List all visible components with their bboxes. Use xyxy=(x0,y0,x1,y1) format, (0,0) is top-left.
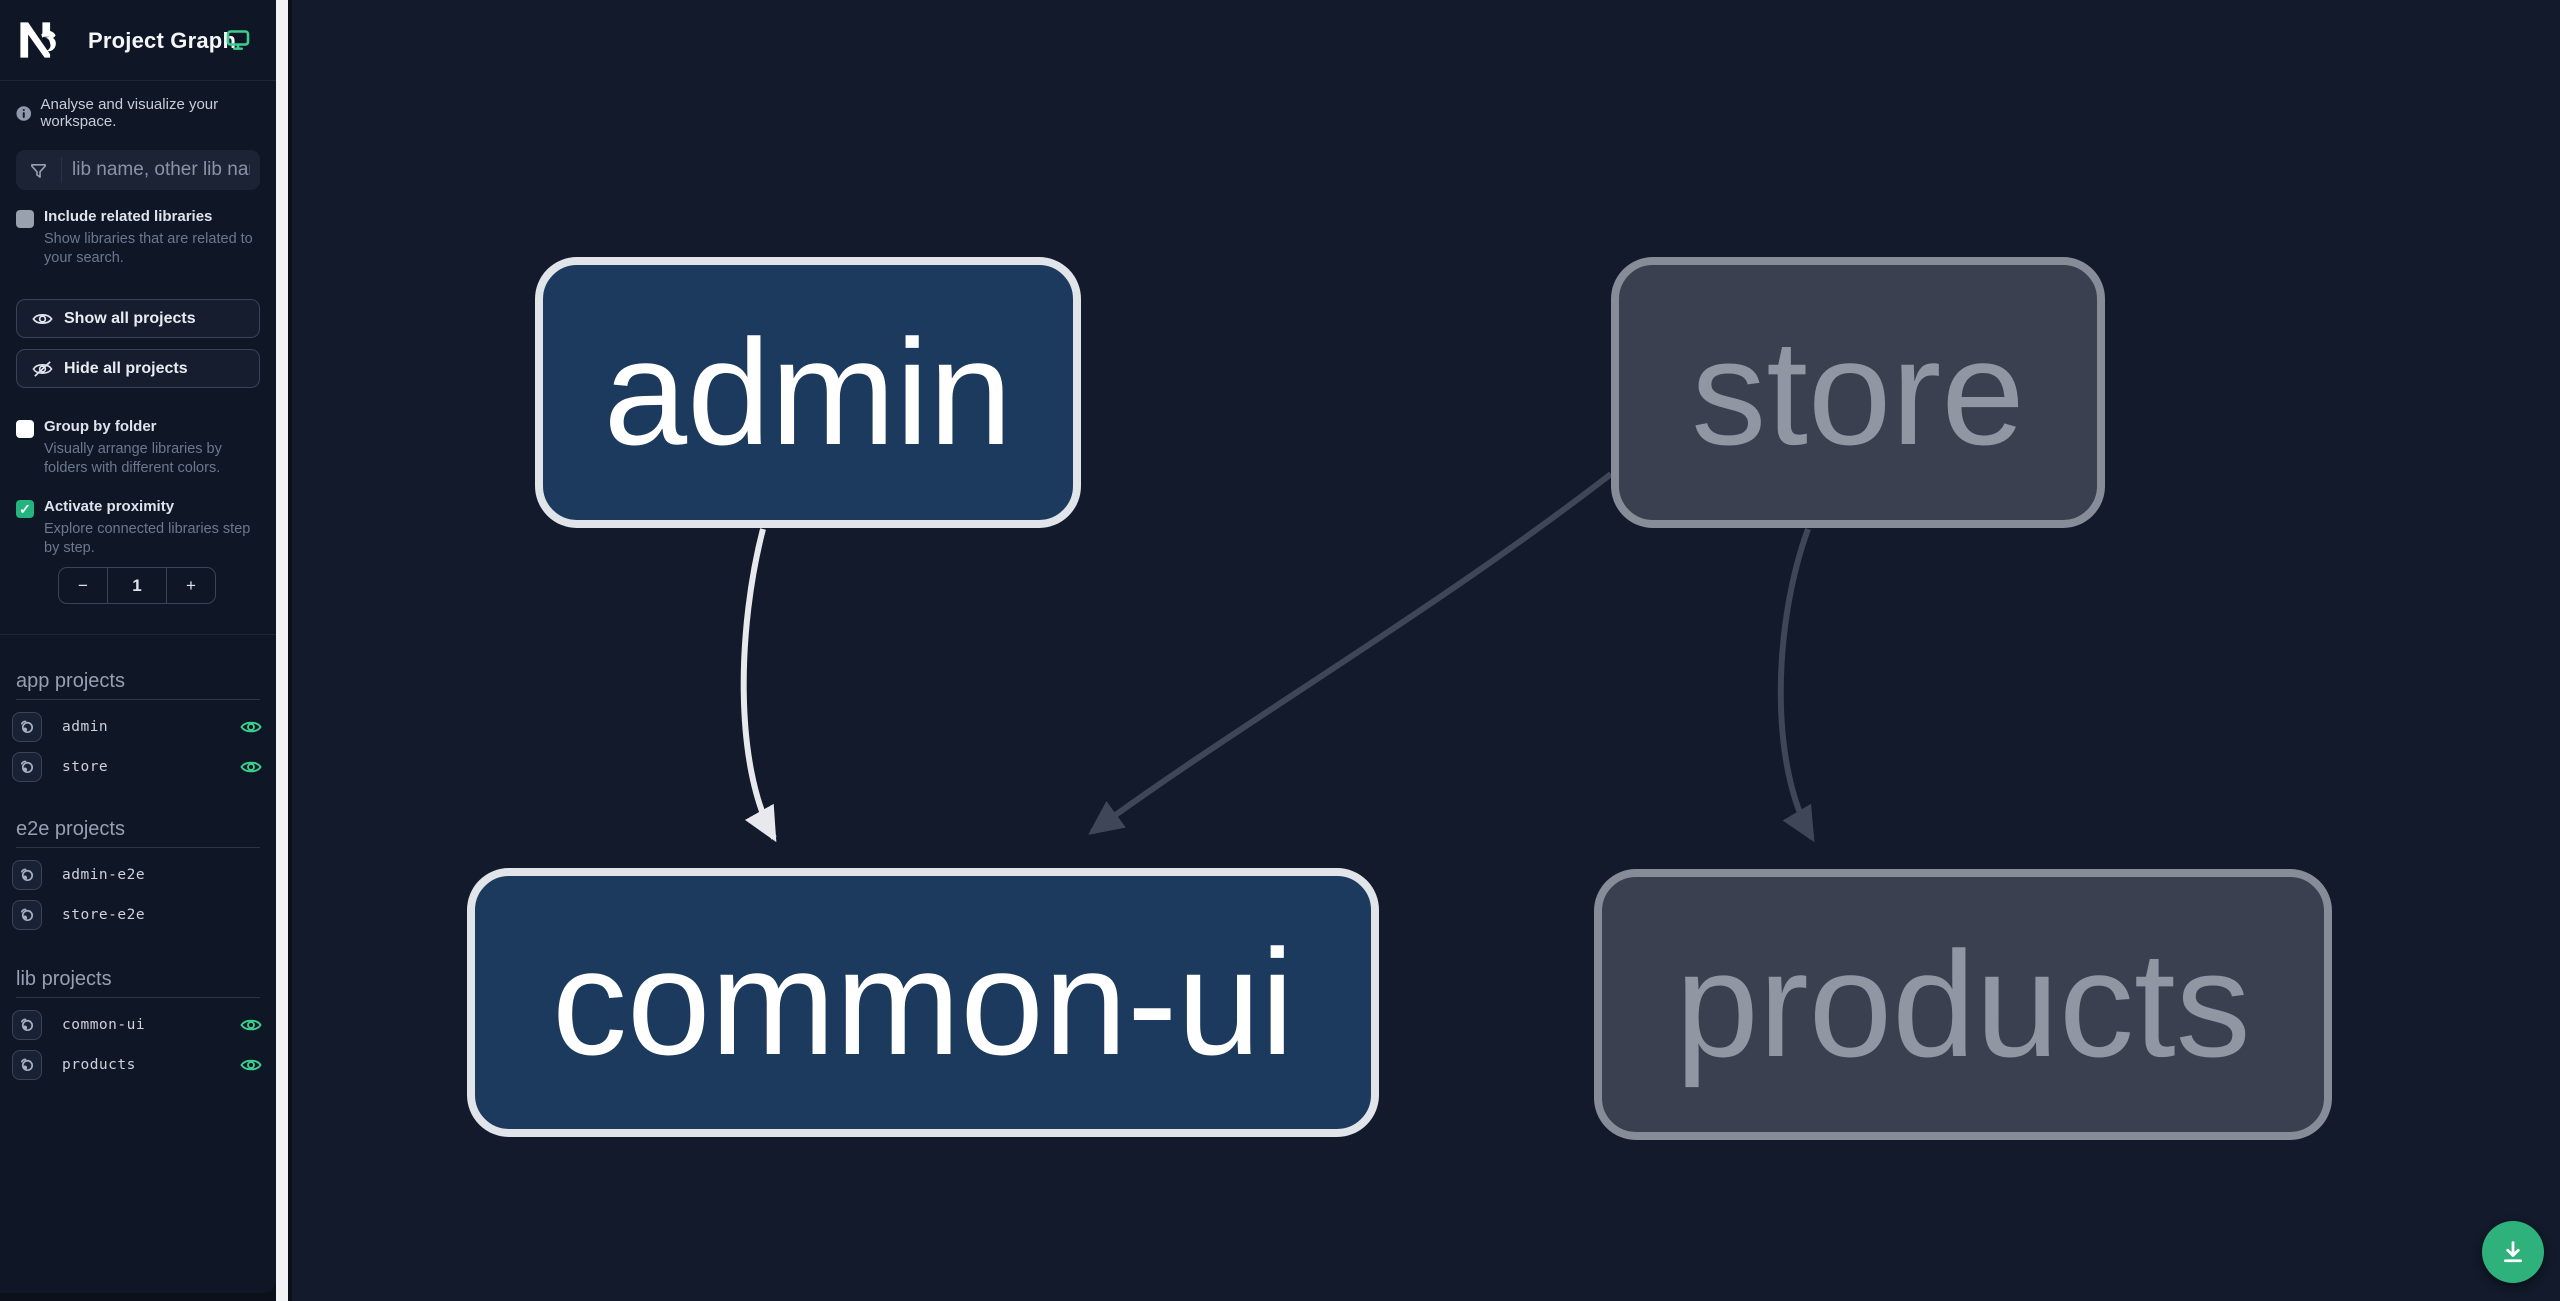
eye-icon[interactable] xyxy=(240,757,262,777)
checkbox-description: Show libraries that are related to your … xyxy=(44,231,253,266)
page-title: Project Graph xyxy=(88,28,237,53)
project-row-store-e2e: store-e2e xyxy=(12,900,264,930)
project-row-products: products xyxy=(12,1050,264,1080)
sidebar-header: Project Graph xyxy=(0,0,276,81)
graph-canvas[interactable]: admin store common-ui products xyxy=(292,0,2560,1301)
project-name[interactable]: admin-e2e xyxy=(62,867,146,883)
increment-button[interactable]: + xyxy=(186,575,196,595)
include-related-option: Include related libraries Show libraries… xyxy=(16,208,260,268)
eye-icon[interactable] xyxy=(240,717,262,737)
node-label: products xyxy=(1675,920,2251,1088)
sidebar: Project Graph Analyse and visualize your… xyxy=(0,0,276,1293)
edge-store-to-common-ui[interactable] xyxy=(1088,471,1613,835)
project-name[interactable]: admin xyxy=(62,719,109,735)
focus-button[interactable] xyxy=(12,752,42,782)
focus-icon xyxy=(20,868,34,882)
checkbox-label: Group by folder xyxy=(44,418,157,435)
edge-store-to-products[interactable] xyxy=(1777,527,1815,843)
project-name[interactable]: store xyxy=(62,759,109,775)
focus-icon xyxy=(20,908,34,922)
section-title-app-projects: app projects xyxy=(16,670,125,692)
include-related-checkbox[interactable] xyxy=(16,210,34,228)
checkbox-description: Explore connected libraries step by step… xyxy=(44,521,251,556)
group-by-folder-checkbox[interactable] xyxy=(16,420,34,438)
checkbox-label: Include related libraries xyxy=(44,208,213,225)
divider xyxy=(16,847,260,848)
focus-button[interactable] xyxy=(12,1010,42,1040)
focus-button[interactable] xyxy=(12,860,42,890)
download-icon xyxy=(2504,1241,2522,1263)
section-title-e2e-projects: e2e projects xyxy=(16,818,125,840)
proximity-depth-stepper: − 1 + xyxy=(58,567,216,604)
project-name[interactable]: products xyxy=(62,1057,136,1073)
project-row-admin: admin xyxy=(12,712,264,742)
section-title-lib-projects: lib projects xyxy=(16,968,112,990)
node-label: store xyxy=(1691,308,2025,476)
search-box xyxy=(16,150,260,190)
nx-logo xyxy=(20,22,56,58)
focus-button[interactable] xyxy=(12,712,42,742)
show-all-projects-button[interactable]: Show all projects xyxy=(16,299,260,338)
tagline-text: Analyse and visualize your workspace. xyxy=(40,96,219,130)
divider xyxy=(0,634,276,635)
project-row-store: store xyxy=(12,752,264,782)
decrement-button[interactable]: − xyxy=(78,575,88,595)
node-label: common-ui xyxy=(552,918,1294,1086)
checkbox-label: Activate proximity xyxy=(44,498,175,515)
graph-node-admin[interactable]: admin xyxy=(535,257,1081,528)
button-label: Show all projects xyxy=(64,309,196,327)
focus-icon xyxy=(20,720,34,734)
button-label: Hide all projects xyxy=(64,359,188,377)
focus-icon xyxy=(20,1018,34,1032)
project-name[interactable]: common-ui xyxy=(62,1017,146,1033)
node-label: admin xyxy=(603,308,1013,476)
graph-node-store[interactable]: store xyxy=(1611,257,2105,528)
hide-all-projects-button[interactable]: Hide all projects xyxy=(16,349,260,388)
project-row-admin-e2e: admin-e2e xyxy=(12,860,264,890)
workspace-tagline: Analyse and visualize your workspace. xyxy=(16,96,276,130)
eye-icon xyxy=(32,313,53,324)
divider xyxy=(16,699,260,700)
activate-proximity-option: ✓ Activate proximity Explore connected l… xyxy=(16,498,260,558)
focus-icon xyxy=(20,1058,34,1072)
search-input[interactable] xyxy=(62,159,260,181)
project-row-common-ui: common-ui xyxy=(12,1010,264,1040)
download-button[interactable] xyxy=(2482,1221,2544,1283)
project-name[interactable]: store-e2e xyxy=(62,907,146,923)
divider xyxy=(16,997,260,998)
sidebar-scrollbar[interactable] xyxy=(276,0,290,1301)
eye-icon[interactable] xyxy=(240,1055,262,1075)
focus-icon xyxy=(20,760,34,774)
checkbox-description: Visually arrange libraries by folders wi… xyxy=(44,441,222,476)
stepper-value: 1 xyxy=(107,568,167,603)
group-by-folder-option: Group by folder Visually arrange librari… xyxy=(16,418,260,478)
edge-admin-to-common-ui[interactable] xyxy=(740,528,777,843)
eye-off-icon xyxy=(32,360,53,377)
dependency-edges xyxy=(740,471,1815,843)
monitor-icon xyxy=(226,30,250,50)
focus-button[interactable] xyxy=(12,1050,42,1080)
eye-icon[interactable] xyxy=(240,1015,262,1035)
focus-button[interactable] xyxy=(12,900,42,930)
filter-funnel-icon xyxy=(16,157,62,183)
graph-node-common-ui[interactable]: common-ui xyxy=(467,868,1379,1137)
activate-proximity-checkbox[interactable]: ✓ xyxy=(16,500,34,518)
info-icon xyxy=(16,105,32,121)
graph-node-products[interactable]: products xyxy=(1594,869,2332,1140)
